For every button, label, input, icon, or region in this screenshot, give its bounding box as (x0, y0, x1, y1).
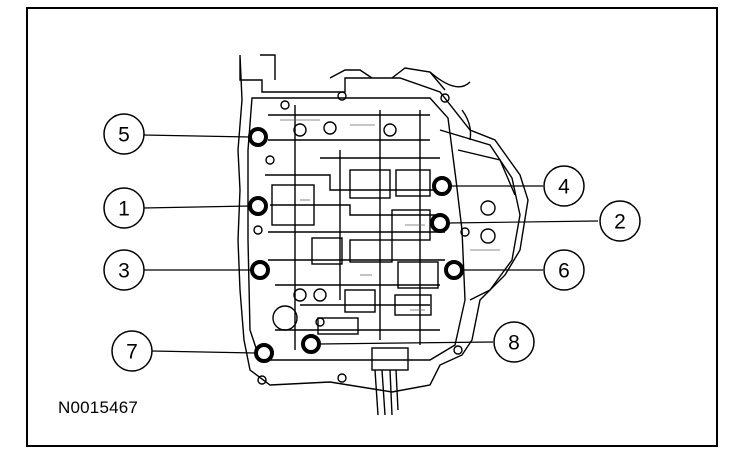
callout-label-2: 2 (614, 211, 626, 234)
callout-label-6: 6 (558, 260, 570, 283)
bolt-8 (301, 334, 321, 354)
callout-label-3: 3 (118, 260, 130, 283)
callout-label-8: 8 (508, 332, 520, 355)
bolt-4 (432, 176, 452, 196)
callout-5: 5 (103, 113, 145, 155)
leader-lines (142, 134, 599, 354)
callout-3: 3 (103, 249, 145, 291)
bolt-1 (248, 196, 268, 216)
callout-2: 2 (599, 200, 641, 242)
figure-id: N0015467 (58, 398, 139, 417)
bolt-3 (250, 260, 270, 280)
bolts (248, 127, 464, 363)
callout-4: 4 (543, 165, 585, 207)
callout-8: 8 (493, 321, 535, 363)
callout-label-1: 1 (118, 198, 130, 221)
bolt-6 (444, 260, 464, 280)
callout-6: 6 (543, 249, 585, 291)
callout-7: 7 (111, 330, 153, 372)
callout-1: 1 (103, 187, 145, 229)
bolt-2 (430, 213, 450, 233)
callout-label-7: 7 (126, 341, 138, 364)
callout-label-4: 4 (558, 176, 570, 199)
bolt-5 (248, 127, 268, 147)
callout-label-5: 5 (118, 124, 130, 147)
bolt-7 (254, 343, 274, 363)
valve-body-illustration (237, 54, 529, 416)
